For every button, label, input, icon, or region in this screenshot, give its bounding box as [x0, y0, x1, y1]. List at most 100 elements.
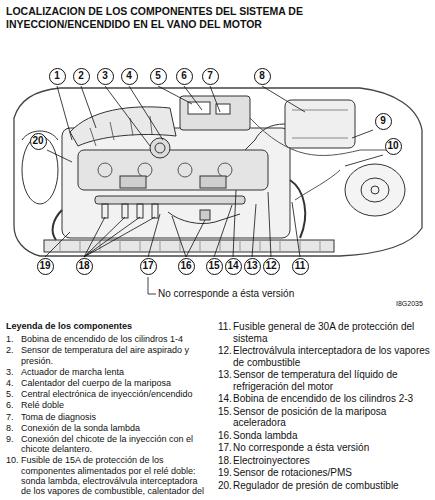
item-number: 10.: [6, 455, 21, 496]
legend-item: 6.Relé doble: [6, 400, 208, 410]
item-number: 18.: [218, 455, 233, 467]
item-text: Sensor de rotaciones/PMS: [233, 467, 430, 479]
callout-circle: 11: [292, 258, 309, 275]
item-number: 3.: [6, 367, 21, 377]
callout-number: 1: [54, 71, 60, 81]
callout-circle: 15: [206, 258, 223, 275]
note: No corresponde a ésta versión: [158, 288, 294, 299]
callout-circle: 12: [263, 258, 280, 275]
callout-circle: 3: [97, 68, 114, 85]
callout-circle: 4: [121, 68, 138, 85]
legend-heading: Leyenda de los componentes: [6, 321, 208, 331]
callout-number: 18: [78, 261, 89, 271]
callout-number: 6: [181, 71, 187, 81]
item-number: 4.: [6, 378, 21, 388]
item-number: 2.: [6, 345, 21, 365]
item-number: 19.: [218, 467, 233, 479]
item-text: Sensor de temperatura del líquido de ref…: [233, 369, 430, 392]
callout-circle: 20: [30, 133, 47, 150]
legend-item: 19.Sensor de rotaciones/PMS: [218, 467, 430, 479]
callout-number: 5: [155, 71, 161, 81]
item-text: Relé doble: [21, 400, 208, 410]
callout-number: 11: [295, 261, 306, 271]
item-text: Calentador del cuerpo de la mariposa: [21, 378, 208, 388]
callout-number: 2: [78, 71, 84, 81]
item-text: Bobina de encendido de los cilindros 1-4: [21, 334, 208, 344]
callout-circle: 8: [254, 68, 271, 85]
legend-item: 4.Calentador del cuerpo de la mariposa: [6, 378, 208, 388]
callout-circle: 7: [202, 68, 219, 85]
legend-item: 13.Sensor de temperatura del líquido de …: [218, 369, 430, 392]
callout-number: 19: [39, 261, 50, 271]
item-number: 6.: [6, 400, 21, 410]
page-title: LOCALIZACION DE LOS COMPONENTES DEL SIST…: [6, 5, 426, 31]
callout-circle: 13: [244, 258, 261, 275]
item-text: No corresponde a ésta versión: [233, 442, 430, 454]
callout-circle: 16: [178, 258, 195, 275]
callout-circle: 9: [375, 113, 392, 130]
item-number: 7.: [6, 412, 21, 422]
item-text: Toma de diagnosis: [21, 412, 208, 422]
callout-circle: 19: [37, 258, 54, 275]
legend-item: 15.Sensor de posición de la mariposa ace…: [218, 406, 430, 429]
callout-number: 12: [265, 261, 276, 271]
callout-circle: 1: [49, 68, 66, 85]
legend-item: 10.Fusible de 15A de protección de los c…: [6, 455, 208, 496]
item-text: Sensor de posición de la mariposa aceler…: [233, 406, 430, 429]
callout-circle: 14: [225, 258, 242, 275]
item-number: 8.: [6, 423, 21, 433]
legend-item: 8.Conexión de la sonda lambda: [6, 423, 208, 433]
legend-item: 17.No corresponde a ésta versión: [218, 442, 430, 454]
callout-number: 4: [126, 71, 132, 81]
item-text: Sensor de temperatura del aire aspirado …: [21, 345, 208, 365]
callout-number: 7: [207, 71, 213, 81]
legend-item: 16.Sonda lambda: [218, 430, 430, 442]
item-number: 14.: [218, 393, 233, 405]
legend-item: 11.Fusible general de 30A de protección …: [218, 321, 430, 344]
callout-circle: 17: [140, 258, 157, 275]
item-text: Fusible general de 30A de protección del…: [233, 321, 430, 344]
item-number: 9.: [6, 434, 21, 454]
callout-number: 10: [387, 141, 398, 151]
callout-circle: 5: [150, 68, 167, 85]
legend-column: 11.Fusible general de 30A de protección …: [218, 321, 430, 492]
item-text: Sonda lambda: [233, 430, 430, 442]
item-number: 20.: [218, 480, 233, 492]
item-text: Conexión de la sonda lambda: [21, 423, 208, 433]
item-text: Electroválvula interceptadora de los vap…: [233, 345, 430, 368]
callout-number: 3: [102, 71, 108, 81]
item-number: 12.: [218, 345, 233, 368]
legend-item: 2.Sensor de temperatura del aire aspirad…: [6, 345, 208, 365]
legend-item: 14.Bobina de encendido de los cilindros …: [218, 393, 430, 405]
callout-circle: 10: [385, 138, 402, 155]
item-number: 17.: [218, 442, 233, 454]
callout-number: 16: [180, 261, 191, 271]
item-number: 15.: [218, 406, 233, 429]
callout-number: 20: [32, 136, 43, 146]
item-text: Actuador de marcha lenta: [21, 367, 208, 377]
callout-number: 17: [142, 261, 153, 271]
legend-item: 9.Conexión del chicote de la inyección c…: [6, 434, 208, 454]
item-number: 5.: [6, 389, 21, 399]
callout-number: 13: [246, 261, 257, 271]
item-number: 11.: [218, 321, 233, 344]
callout-number: 8: [259, 71, 265, 81]
legend-item: 1.Bobina de encendido de los cilindros 1…: [6, 334, 208, 344]
legend-item: 12.Electroválvula interceptadora de los …: [218, 345, 430, 368]
callout-circle: 6: [176, 68, 193, 85]
figure-code: I8G2035: [396, 300, 423, 307]
item-text: Fusible de 15A de protección de los comp…: [21, 455, 208, 496]
legend-column: Leyenda de los componentes 1.Bobina de en…: [6, 321, 208, 497]
item-text: Bobina de encendido de los cilindros 2-3: [233, 393, 430, 405]
callout-circle: 18: [76, 258, 93, 275]
legend-item: 18.Electroinyectores: [218, 455, 430, 467]
item-text: Conexión del chicote de la inyección con…: [21, 434, 208, 454]
item-text: Electroinyectores: [233, 455, 430, 467]
legend-item: 3.Actuador de marcha lenta: [6, 367, 208, 377]
item-number: 1.: [6, 334, 21, 344]
item-number: 16.: [218, 430, 233, 442]
item-text: Central electrónica de inyección/encendi…: [21, 389, 208, 399]
callout-number: 9: [380, 116, 386, 126]
legend-item: 7.Toma de diagnosis: [6, 412, 208, 422]
legend-item: 20.Regulador de presión de combustible: [218, 480, 430, 492]
